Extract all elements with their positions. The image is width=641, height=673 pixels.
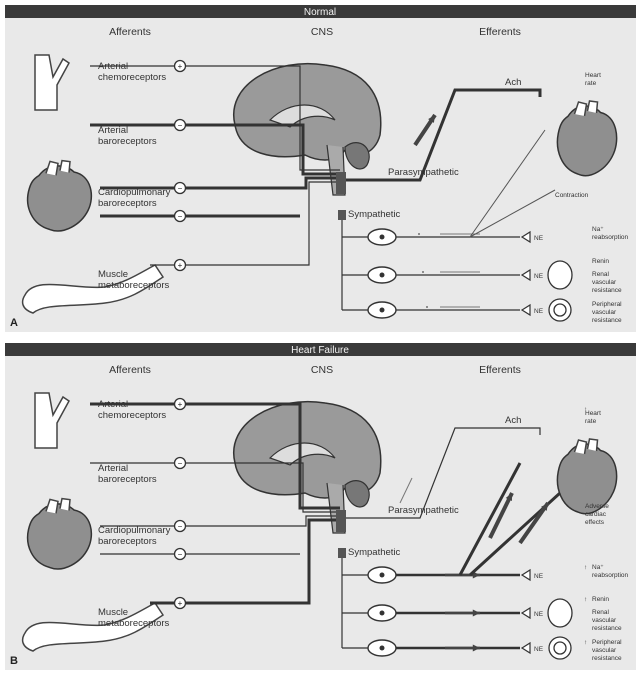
ne-label-1: NE [534,273,544,280]
afferent-sign-3-sign: + [178,599,183,608]
increase-arrow-1: ↑ [584,564,587,571]
sympathetic-neuron-1-nucleus [380,611,385,616]
afferents-header: Afferents [109,364,151,376]
ne-label-2: NE [534,646,544,653]
medulla-nucleus [336,510,346,532]
contraction-label: Contraction [555,192,589,199]
afferent-sign-1-sign: − [178,459,183,468]
kidney-icon [548,599,572,627]
efferents-header: Efferents [479,26,521,38]
afferent-heart-vessel-2 [60,499,70,511]
afferent-sign-2b-sign: − [178,212,183,221]
sympathetic-label: Sympathetic [348,209,401,220]
afferent-sign-2-sign: − [178,522,183,531]
ne-label-2: NE [534,308,544,315]
sympathetic-neuron-0-nucleus [380,573,385,578]
afferent-sign-2b-sign: − [178,550,183,559]
ne-label-1: NE [534,611,544,618]
afferent-heart-vessel-2 [60,161,70,173]
ach-label: Ach [505,415,521,426]
ne-label-0: NE [534,235,544,242]
afferents-header: Afferents [109,26,151,38]
increase-arrow-3: ↑ [584,639,587,646]
panel-tag: B [10,655,18,667]
medulla-nucleus [336,172,346,194]
afferent-sign-2-sign: − [178,184,183,193]
sympathetic-neuron-1-nucleus [380,273,385,278]
renin-label: Renin [592,596,609,603]
panel-title: Heart Failure [291,345,349,356]
afferent-sign-1-sign: − [178,121,183,130]
sympathetic-label: Sympathetic [348,547,401,558]
increase-arrow-0: ↑ [584,406,587,413]
cns-header: CNS [311,364,333,376]
ne-label-0: NE [534,573,544,580]
renin-label: Renin [592,258,609,265]
spinal-nucleus [338,548,346,558]
increase-arrow-2: ↑ [584,596,587,603]
vessel-inner-icon [554,304,566,316]
sympathetic-neuron-2-nucleus [380,308,385,313]
efferent-heart-vessel-2 [588,101,598,113]
panel-title: Normal [304,7,336,18]
afferent-sign-0-sign: + [178,62,183,71]
sympathetic-neuron-2-nucleus [380,646,385,651]
cns-header: CNS [311,26,333,38]
efferent-heart-vessel-2 [588,439,598,451]
spinal-nucleus [338,210,346,220]
afferent-sign-0-sign: + [178,400,183,409]
ach-label: Ach [505,77,521,88]
efferents-header: Efferents [479,364,521,376]
vessel-inner-icon [554,642,566,654]
panel-tag: A [10,317,18,329]
kidney-icon [548,261,572,289]
afferent-sign-3-sign: + [178,261,183,270]
sympathetic-neuron-0-nucleus [380,235,385,240]
